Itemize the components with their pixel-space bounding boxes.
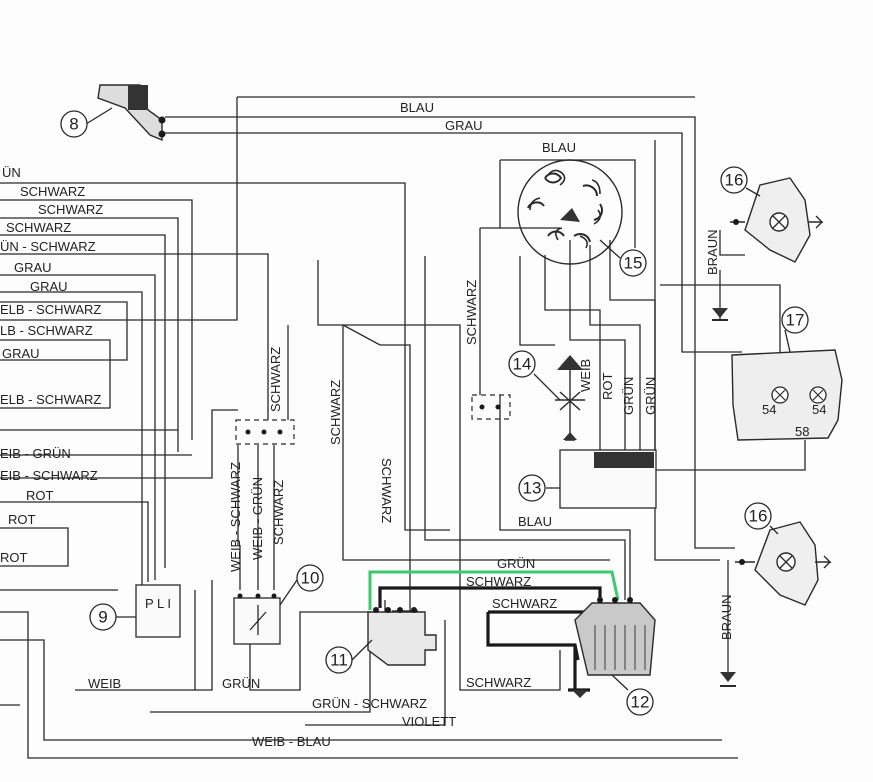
- label-braun-vertical-2: BRAUN: [719, 594, 734, 640]
- callout-15: 15: [624, 254, 643, 273]
- callout-10: 10: [301, 569, 320, 588]
- switch-component: P L I: [135, 584, 181, 638]
- label-rot-vertical: ROT: [600, 373, 615, 401]
- label-weiss-schwarz-left: EIB - SCHWARZ: [0, 468, 98, 483]
- ground-symbols: [572, 308, 736, 698]
- regulator-component: [574, 597, 656, 676]
- label-gruen-schwarz-left: ÜN - SCHWARZ: [0, 239, 96, 254]
- label-gelb-schwarz-left-2: LB - SCHWARZ: [0, 323, 93, 338]
- label-grau-left-2: GRAU: [30, 279, 68, 294]
- label-schwarz-vertical-2: SCHWARZ: [328, 380, 343, 445]
- label-weiss-schwarz-vertical: WEIB - SCHWARZ: [228, 462, 243, 572]
- label-gruen-vertical-1: GRÜN: [621, 377, 636, 415]
- label-weiss-gruen-vertical: WEIB - GRÜN: [250, 477, 265, 560]
- callout-14: 14: [513, 355, 532, 374]
- label-blau-13: BLAU: [518, 514, 552, 529]
- label-schwarz-left-1: SCHWARZ: [20, 184, 85, 199]
- tail-pin-a: 54: [762, 402, 776, 417]
- label-grau-top: GRAU: [445, 118, 483, 133]
- callout-16-bottom: 16: [749, 507, 768, 526]
- callout-8: 8: [69, 115, 78, 134]
- label-blau-top: BLAU: [400, 100, 434, 115]
- label-weib-blau: WEIB - BLAU: [252, 734, 331, 749]
- indicator-bottom-component: [735, 521, 832, 606]
- label-gelb-schwarz-left-1: ELB - SCHWARZ: [0, 302, 101, 317]
- tail-light-component: 54 54 58: [731, 349, 843, 441]
- horn-button-component: [97, 84, 166, 142]
- wires: [0, 96, 806, 759]
- connector-block-10: [235, 419, 295, 445]
- label-gruen-schwarz-bottom: GRÜN - SCHWARZ: [312, 696, 427, 711]
- label-weiss-vertical: WEIB: [578, 359, 593, 392]
- label-schwarz-left-3: SCHWARZ: [6, 220, 71, 235]
- label-gruen-left: ÜN: [2, 165, 21, 180]
- wire-labels: BLAU GRAU BLAU ÜN SCHWARZ SCHWARZ SCHWAR…: [0, 100, 734, 749]
- switch-pins-label: P L I: [145, 596, 171, 611]
- label-rot-left-2: ROT: [8, 512, 36, 527]
- label-grau-left-1: GRAU: [14, 260, 52, 275]
- callout-9: 9: [98, 608, 107, 627]
- tail-pin-c: 58: [795, 424, 809, 439]
- callout-17: 17: [786, 311, 805, 330]
- label-schwarz-regulator-1: SCHWARZ: [466, 574, 531, 589]
- label-gruen-mid: GRÜN: [497, 556, 535, 571]
- black-wire-highlight: [378, 586, 602, 692]
- callout-13: 13: [523, 479, 542, 498]
- label-schwarz-left-2: SCHWARZ: [38, 202, 103, 217]
- label-gruen-bottom: GRÜN: [222, 676, 260, 691]
- label-schwarz-vertical-4: SCHWARZ: [464, 280, 479, 345]
- label-schwarz-vertical-1: SCHWARZ: [268, 347, 283, 412]
- tail-pin-b: 54: [812, 402, 826, 417]
- label-schwarz-vertical-3: SCHWARZ: [379, 458, 394, 523]
- label-schwarz-regulator-3: SCHWARZ: [466, 675, 531, 690]
- sensor-component: [233, 593, 281, 645]
- connector-block-13: [471, 394, 511, 420]
- label-blau-stator: BLAU: [542, 140, 576, 155]
- label-weiss-gruen-left: EIB - GRÜN: [0, 446, 71, 461]
- cdi-unit-component: [559, 449, 657, 509]
- label-rot-left-3: ROT: [0, 550, 28, 565]
- label-gruen-vertical-2: GRÜN: [643, 377, 658, 415]
- label-weib-bottom: WEIB: [88, 676, 121, 691]
- label-gelb-schwarz-left-3: ELB - SCHWARZ: [0, 392, 101, 407]
- label-grau-left-3: GRAU: [2, 346, 40, 361]
- stator-component: [517, 159, 623, 265]
- label-violett: VIOLETT: [402, 714, 456, 729]
- callout-12: 12: [631, 693, 650, 712]
- callout-16-top: 16: [725, 171, 744, 190]
- callout-11: 11: [330, 651, 348, 670]
- relay-component: [367, 607, 437, 666]
- label-rot-left-1: ROT: [26, 488, 54, 503]
- indicator-top-component: [730, 177, 824, 263]
- label-schwarz-vertical-5: SCHWARZ: [271, 480, 286, 545]
- component-number-callouts: 8 9 10 11 12 13 14 15 16 16 17: [60, 107, 809, 716]
- green-wire-highlight: [368, 570, 620, 610]
- label-braun-vertical-1: BRAUN: [705, 229, 720, 275]
- label-schwarz-regulator-2: SCHWARZ: [492, 596, 557, 611]
